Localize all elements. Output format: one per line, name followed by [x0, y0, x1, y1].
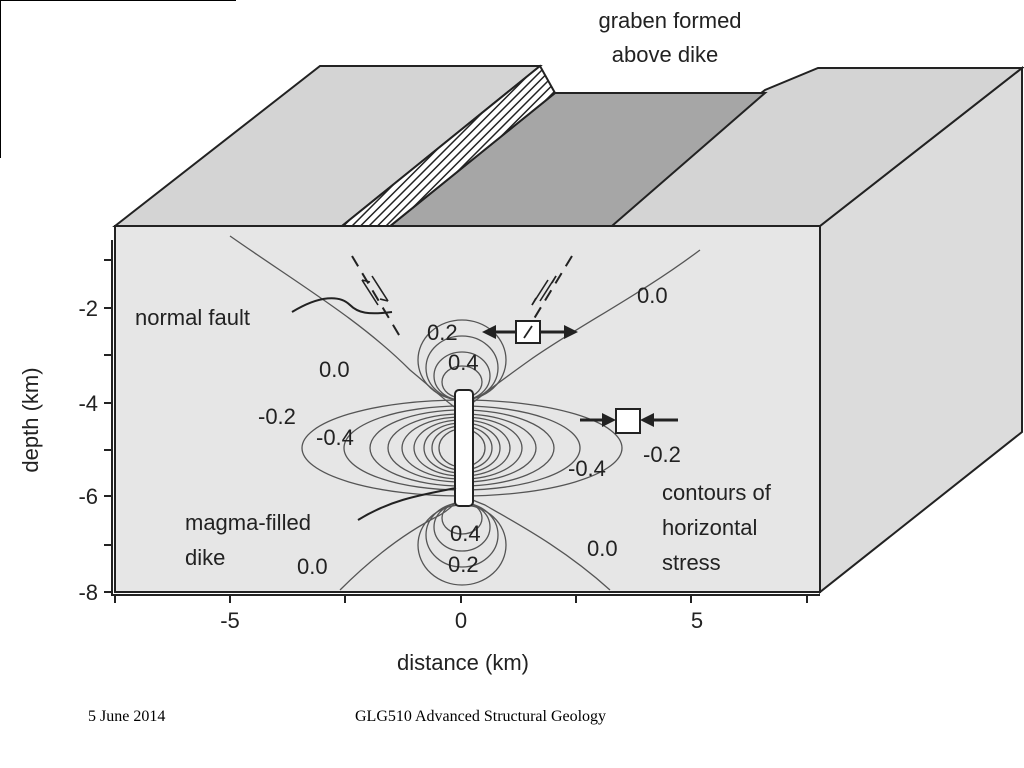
footer-date: 5 June 2014 [88, 708, 166, 725]
normal-fault-label: normal fault [135, 305, 250, 330]
y-tick-label: -4 [78, 391, 98, 416]
fault-trace-right [531, 255, 573, 323]
contours-label-line2: horizontal [662, 515, 757, 540]
graben-label-line1: graben formed [598, 8, 741, 33]
contour-label: 0.2 [427, 320, 458, 345]
fault-label-leader [291, 297, 393, 315]
fault-slip-arrows-right [531, 275, 557, 306]
fault-slip-arrows-left [361, 275, 389, 306]
contour-label: -0.4 [568, 456, 606, 481]
magma-dike [454, 389, 474, 507]
contour-label: -0.2 [258, 404, 296, 429]
x-tick-label: 0 [455, 608, 467, 633]
dike-label-line2: dike [185, 545, 225, 570]
contour-label: 0.0 [637, 283, 668, 308]
x-axis-ticks [114, 595, 808, 603]
x-axis-title: distance (km) [397, 650, 529, 675]
y-axis-ticks [104, 259, 112, 593]
contours-label-line3: stress [662, 550, 721, 575]
dike-label-line1: magma-filled [185, 510, 311, 535]
contours-label-line1: contours of [662, 480, 772, 505]
fault-trace-left [351, 255, 403, 341]
tension-stress-element [482, 320, 578, 344]
corner-border-left [0, 0, 1, 158]
contour-label: 0.4 [450, 521, 481, 546]
x-tick-label: 5 [691, 608, 703, 633]
x-tick-label: -5 [220, 608, 240, 633]
contour-label: 0.0 [297, 554, 328, 579]
y-tick-label: -8 [78, 580, 98, 605]
dike-label-leader [357, 487, 457, 521]
contour-label: 0.0 [587, 536, 618, 561]
y-tick-label: -6 [78, 484, 98, 509]
footer-course: GLG510 Advanced Structural Geology [355, 708, 607, 725]
graben-label-line2: above dike [612, 42, 718, 67]
y-axis-title: depth (km) [18, 367, 43, 472]
y-tick-label: -2 [78, 296, 98, 321]
contour-label: 0.2 [448, 552, 479, 577]
compression-stress-element [580, 408, 678, 434]
contour-label: -0.2 [643, 442, 681, 467]
contour-label: 0.4 [448, 350, 479, 375]
contour-label: -0.4 [316, 425, 354, 450]
contour-label: 0.0 [319, 357, 350, 382]
corner-border-top [0, 0, 236, 1]
